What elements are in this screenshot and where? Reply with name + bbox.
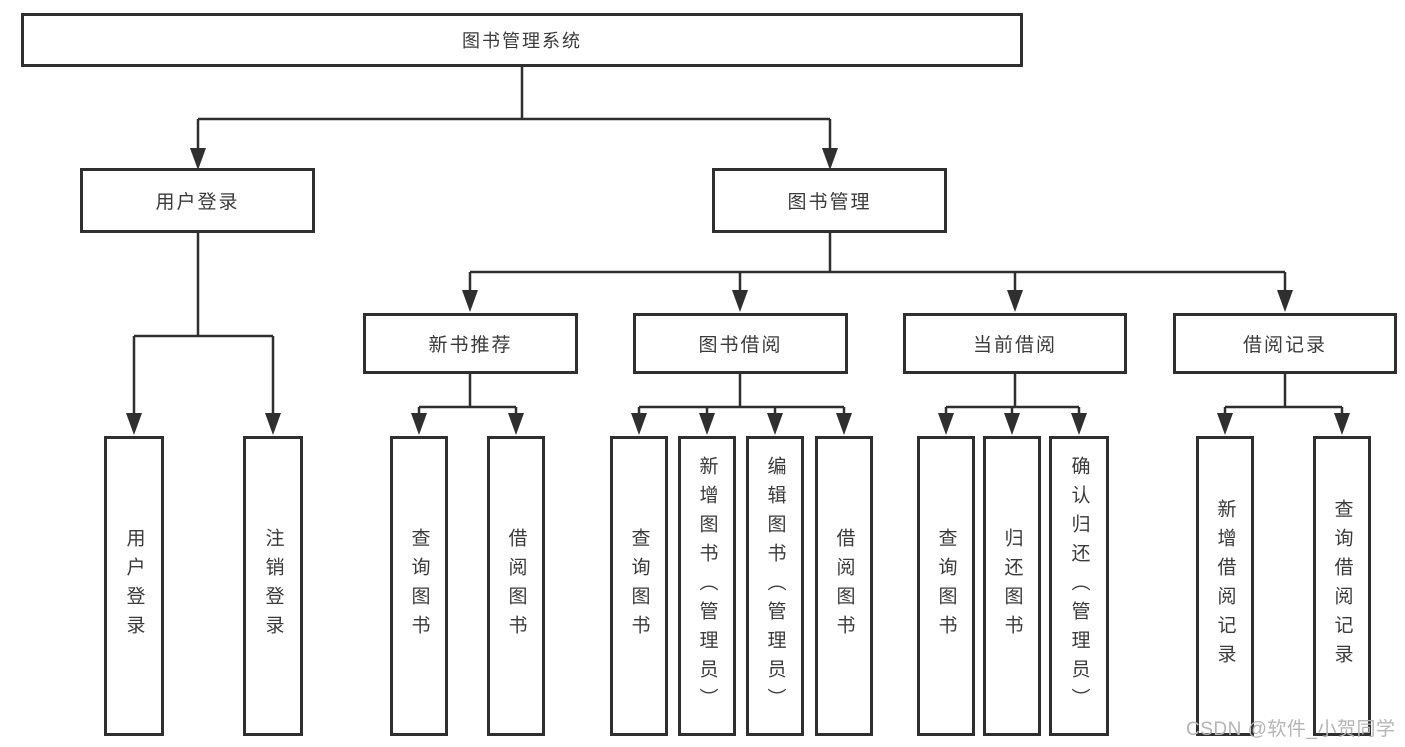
leaf-query-borrow-record-label: 查询借阅记录 <box>1331 499 1353 673</box>
leaf-borrow-books-recommend-label: 借阅图书 <box>505 528 527 644</box>
leaf-add-book-admin-label: 新增图书（管理员） <box>696 455 718 717</box>
node-book-borrowing-label: 图书借阅 <box>698 335 783 356</box>
leaf-query-books-current: 查询图书 <box>917 436 975 736</box>
leaf-borrow-books-recommend: 借阅图书 <box>487 436 545 736</box>
leaf-query-books-recommend-label: 查询图书 <box>408 528 430 644</box>
leaf-borrow-books-borrowing: 借阅图书 <box>815 436 873 736</box>
leaf-confirm-return-admin-label: 确认归还（管理员） <box>1068 455 1090 717</box>
node-book-management: 图书管理 <box>712 168 947 233</box>
leaf-logout: 注销登录 <box>243 436 303 736</box>
leaf-add-borrow-record-label: 新增借阅记录 <box>1214 499 1236 673</box>
node-borrowing-records: 借阅记录 <box>1173 313 1397 374</box>
leaf-query-borrow-record: 查询借阅记录 <box>1313 436 1371 736</box>
node-new-book-recommend: 新书推荐 <box>363 313 578 374</box>
leaf-query-books-borrowing: 查询图书 <box>610 436 668 736</box>
leaf-logout-label: 注销登录 <box>262 528 284 644</box>
node-new-book-recommend-label: 新书推荐 <box>428 335 513 356</box>
node-book-management-label: 图书管理 <box>787 192 872 213</box>
leaf-confirm-return-admin: 确认归还（管理员） <box>1049 436 1109 736</box>
leaf-return-books: 归还图书 <box>983 436 1041 736</box>
csdn-watermark: CSDN @软件_小贺同学 <box>1186 719 1396 740</box>
leaf-query-books-borrowing-label: 查询图书 <box>628 528 650 644</box>
leaf-user-login: 用户登录 <box>104 436 164 736</box>
node-book-borrowing: 图书借阅 <box>633 313 848 374</box>
leaf-return-books-label: 归还图书 <box>1001 528 1023 644</box>
node-root: 图书管理系统 <box>21 13 1023 67</box>
leaf-query-books-current-label: 查询图书 <box>935 528 957 644</box>
node-current-borrowing-label: 当前借阅 <box>972 335 1057 356</box>
leaf-borrow-books-borrowing-label: 借阅图书 <box>833 528 855 644</box>
leaf-edit-book-admin-label: 编辑图书（管理员） <box>764 455 786 717</box>
node-user-login: 用户登录 <box>80 168 315 233</box>
leaf-add-borrow-record: 新增借阅记录 <box>1196 436 1254 736</box>
arrowheads <box>126 148 1350 435</box>
node-borrowing-records-label: 借阅记录 <box>1242 335 1327 356</box>
leaf-query-books-recommend: 查询图书 <box>390 436 448 736</box>
leaf-user-login-label: 用户登录 <box>123 528 145 644</box>
node-user-login-label: 用户登录 <box>155 192 240 213</box>
node-current-borrowing: 当前借阅 <box>903 313 1127 374</box>
leaf-add-book-admin: 新增图书（管理员） <box>678 436 736 736</box>
leaf-edit-book-admin: 编辑图书（管理员） <box>746 436 804 736</box>
node-root-label: 图书管理系统 <box>462 31 582 51</box>
